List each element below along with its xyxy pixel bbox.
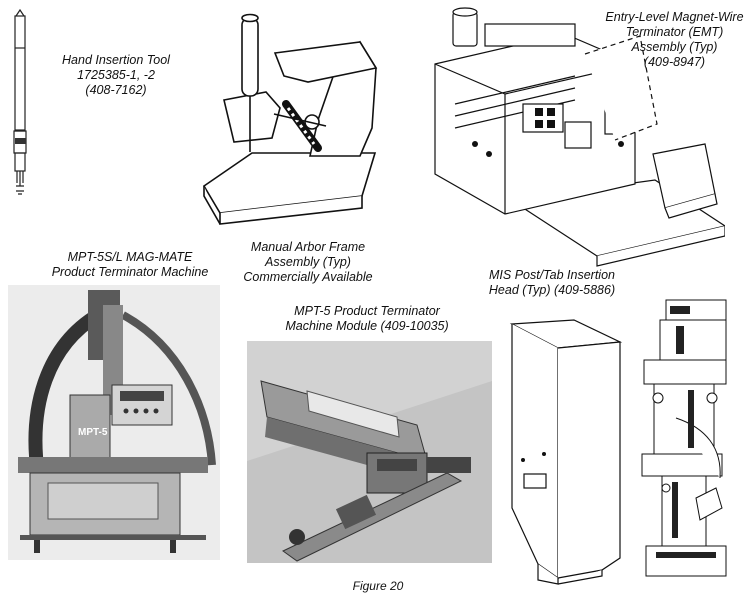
hand-tool-caption-line-3: (408-7162) [85, 83, 147, 97]
emt-assembly-illustration [425, 4, 725, 274]
emt-caption-line-1: Entry-Level Magnet-Wire [605, 10, 744, 24]
mpt5sl-caption-line-2: Product Terminator Machine [51, 265, 209, 279]
arbor-caption-line-1: Manual Arbor Frame [250, 240, 366, 254]
emt-caption-line-2: Terminator (EMT) [625, 25, 724, 39]
mpt5-caption-line-2: Machine Module (409-10035) [285, 319, 449, 333]
emt-caption-line-4: (409-8947) [643, 55, 706, 69]
arbor-frame-caption: Manual Arbor Frame Assembly (Typ) Commer… [228, 240, 388, 285]
arbor-caption-line-3: Commercially Available [243, 270, 373, 284]
arbor-frame-illustration [200, 8, 390, 233]
mpt5-module-photo [247, 341, 492, 563]
mis-caption: MIS Post/Tab Insertion Head (Typ) (409-5… [462, 268, 642, 298]
emt-caption: Entry-Level Magnet-Wire Terminator (EMT)… [597, 10, 752, 70]
hand-tool-caption-line-1: Hand Insertion Tool [62, 53, 170, 67]
mpt5sl-machine-photo: MPT-5 [8, 285, 220, 560]
mis-head-illustration [636, 298, 742, 588]
arbor-caption-line-2: Assembly (Typ) [265, 255, 351, 269]
mpt5-module-caption: MPT-5 Product Terminator Machine Module … [262, 304, 472, 334]
mis-caption-line-2: Head (Typ) (409-5886) [488, 283, 616, 297]
mpt5sl-caption: MPT-5S/L MAG-MATE Product Terminator Mac… [30, 250, 230, 280]
mpt5sl-caption-line-1: MPT-5S/L MAG-MATE [67, 250, 193, 264]
mpt5-caption-line-1: MPT-5 Product Terminator [294, 304, 440, 318]
mis-caption-line-1: MIS Post/Tab Insertion [489, 268, 615, 282]
mpt-body-label: MPT-5 [78, 427, 108, 438]
hand-insertion-tool-illustration [6, 8, 46, 213]
mis-enclosure-illustration [508, 318, 623, 586]
figure-label: Figure 20 [352, 579, 404, 593]
hand-tool-caption-line-2: 1725385-1, -2 [77, 68, 155, 82]
hand-tool-caption: Hand Insertion Tool 1725385-1, -2 (408-7… [46, 53, 186, 98]
emt-caption-line-3: Assembly (Typ) [631, 40, 718, 54]
